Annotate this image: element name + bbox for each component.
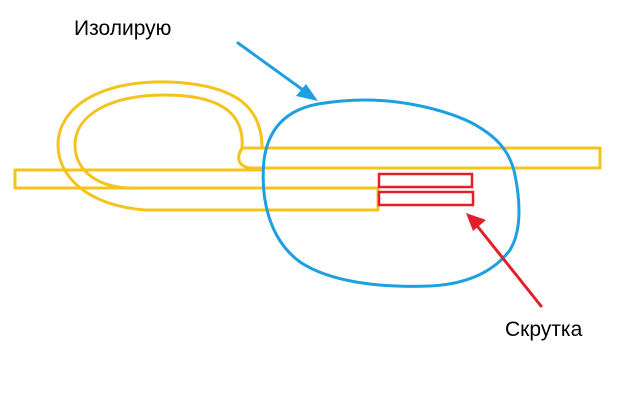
twist-label: Скрутка bbox=[505, 318, 583, 341]
arrow-icon bbox=[466, 213, 543, 308]
wire-left-strip bbox=[13, 168, 378, 190]
wire-loop-inner bbox=[73, 93, 244, 190]
twist-rect-top bbox=[377, 172, 474, 189]
twist-rect-bottom bbox=[377, 190, 475, 207]
wire-loop-outer bbox=[56, 80, 380, 212]
insulate-label: Изолирую bbox=[74, 17, 172, 40]
insulation-outline bbox=[261, 98, 521, 288]
wire-right-section bbox=[242, 146, 602, 170]
wire-fold bbox=[237, 146, 252, 170]
arrow-icon bbox=[236, 41, 318, 101]
